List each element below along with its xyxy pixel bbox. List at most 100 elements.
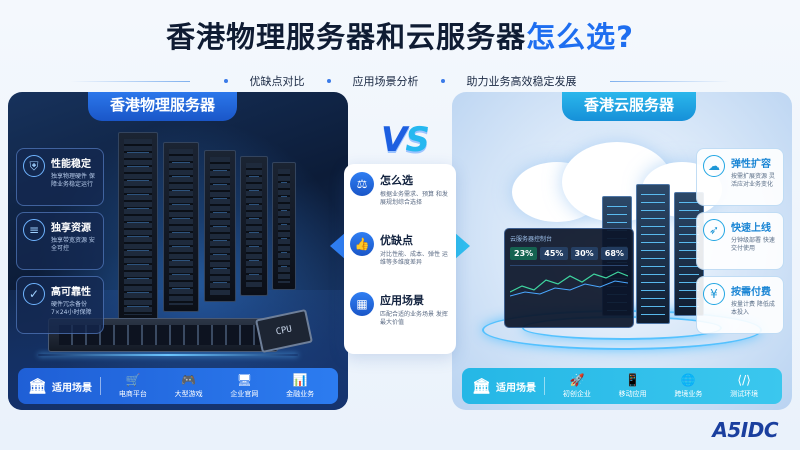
- brand-logo: A5IDC: [712, 418, 778, 442]
- feature-card: ✓ 高可靠性 硬件冗余备份 7×24小时保障: [16, 276, 104, 334]
- cloud-scenarios-bar: 🏛 适用场景 🚀 初创企业 📱 移动应用 🌐 跨境业务 ⟨/⟩ 测试环境: [462, 368, 782, 404]
- scenario-label: 企业官网: [230, 389, 259, 398]
- server-unit: [48, 318, 278, 352]
- physical-scenarios-bar: 🏛 适用场景 🛒 电商平台 🎮 大型游戏 🖥 企业官网 📊 金融业务: [18, 368, 338, 404]
- subtitle-dot: [223, 79, 228, 83]
- feature-title: 高可靠性: [51, 287, 91, 298]
- subtitle-divider-left: [70, 81, 190, 82]
- server-rack: [240, 156, 268, 296]
- feature-title: 独享资源: [51, 223, 91, 234]
- subtitle-dot: [326, 79, 331, 83]
- subtitle-divider-right: [610, 81, 730, 82]
- scenario-label: 大型游戏: [174, 389, 203, 398]
- title-highlight: 怎么选?: [526, 20, 634, 54]
- feature-card: ➶ 快速上线 分钟级部署 快速交付使用: [696, 212, 784, 270]
- comparison-item: ▦ 应用场景 匹配合适的业务场景 发挥最大价值: [350, 292, 450, 340]
- dashboard-metric: 68%: [600, 247, 628, 260]
- vs-badge: VS: [381, 120, 430, 160]
- dashboard-metric: 45%: [540, 247, 568, 260]
- subtitle-item: 应用场景分析: [352, 75, 419, 88]
- server-rack: [204, 150, 236, 302]
- scenario-item: ⟨/⟩ 测试环境: [716, 372, 772, 399]
- thumbs-up-icon: 👍: [350, 232, 374, 256]
- gamepad-icon: 🎮: [181, 372, 197, 387]
- scenario-item: 🛒 电商平台: [105, 372, 161, 399]
- comparison-item: 👍 优缺点 对比性能、成本、弹性 运维等多维度差异: [350, 232, 450, 280]
- scenarios-label-text: 适用场景: [496, 382, 537, 394]
- shield-icon: ⛨: [23, 155, 45, 177]
- comparison-desc: 匹配合适的业务场景 发挥最大价值: [380, 311, 448, 326]
- rocket-icon: ➶: [703, 219, 725, 241]
- subtitle-dot: [440, 79, 445, 83]
- cloud-server-title: 香港云服务器: [562, 92, 697, 121]
- scenario-label: 移动应用: [618, 389, 647, 398]
- vs-letter-s: S: [405, 120, 429, 160]
- comparison-title: 怎么选: [380, 174, 413, 187]
- scale-icon: ⚖: [350, 172, 374, 196]
- cloud-upload-icon: ☁: [703, 155, 725, 177]
- comparison-title: 优缺点: [380, 234, 413, 247]
- feature-title: 性能稳定: [51, 159, 91, 170]
- feature-desc: 独享物理硬件 保障业务稳定运行: [51, 173, 95, 188]
- scenarios-label: 🏛 适用场景: [28, 377, 102, 395]
- code-icon: ⟨/⟩: [737, 372, 751, 387]
- dashboard-line-chart: [510, 271, 628, 297]
- bank-icon: 🏛: [472, 377, 492, 395]
- cloud-server-tower: [636, 184, 670, 324]
- feature-title: 弹性扩容: [731, 159, 771, 170]
- scenario-item: 🖥 企业官网: [217, 372, 273, 399]
- light-streak: [38, 354, 298, 356]
- scenario-label: 测试环境: [730, 389, 759, 398]
- server-rack: [118, 132, 158, 322]
- dashboard-metrics: 23% 45% 30% 68%: [510, 247, 628, 260]
- server-rack: [272, 162, 296, 290]
- scenarios-label: 🏛 适用场景: [472, 377, 546, 395]
- comparison-title: 应用场景: [380, 294, 424, 307]
- feature-desc: 按需扩展资源 灵活应对业务变化: [731, 173, 775, 188]
- feature-desc: 分钟级部署 快速交付使用: [731, 237, 775, 252]
- server-rack: [163, 142, 199, 312]
- arrow-left-icon: [330, 232, 346, 260]
- comparison-desc: 对比性能、成本、弹性 运维等多维度差异: [380, 251, 448, 266]
- bar-chart-icon: 📊: [292, 372, 308, 387]
- physical-server-title: 香港物理服务器: [88, 92, 238, 121]
- coin-icon: ¥: [703, 283, 725, 305]
- dashboard-metric: 23%: [510, 247, 538, 260]
- rocket-icon: 🚀: [569, 372, 585, 387]
- scenario-item: 🚀 初创企业: [549, 372, 605, 399]
- database-icon: ≡: [23, 219, 45, 241]
- subtitle-item: 助力业务高效稳定发展: [466, 75, 577, 88]
- check-shield-icon: ✓: [23, 283, 45, 305]
- feature-card: ☁ 弹性扩容 按需扩展资源 灵活应对业务变化: [696, 148, 784, 206]
- feature-title: 快速上线: [731, 223, 771, 234]
- scenario-label: 初创企业: [562, 389, 591, 398]
- bank-icon: 🏛: [28, 377, 48, 395]
- feature-desc: 按量计费 降低成本投入: [731, 301, 775, 316]
- cloud-server-panel: 云服务器控制台 23% 45% 30% 68% 香港云服务器 ☁ 弹性扩容 按需…: [452, 92, 792, 410]
- scenario-label: 电商平台: [118, 389, 147, 398]
- dashboard-title: 云服务器控制台: [510, 236, 553, 243]
- vs-letter-v: V: [381, 120, 407, 160]
- phone-icon: 📱: [625, 372, 641, 387]
- globe-icon: 🌐: [680, 372, 696, 387]
- feature-card: ¥ 按需付费 按量计费 降低成本投入: [696, 276, 784, 334]
- feature-desc: 独享带宽资源 安全可控: [51, 237, 95, 252]
- feature-card: ⛨ 性能稳定 独享物理硬件 保障业务稳定运行: [16, 148, 104, 206]
- cart-icon: 🛒: [125, 372, 141, 387]
- feature-title: 按需付费: [731, 287, 771, 298]
- comparison-item: ⚖ 怎么选 根据业务需求、预算 和发展规划综合选择: [350, 172, 450, 220]
- monitor-icon: 🖥: [236, 372, 252, 387]
- scenario-item: 📱 移动应用: [605, 372, 661, 399]
- comparison-desc: 根据业务需求、预算 和发展规划综合选择: [380, 191, 448, 206]
- subtitle-bar: 优缺点对比 应用场景分析 助力业务高效稳定发展: [70, 70, 730, 92]
- page-title: 香港物理服务器和云服务器怎么选?: [0, 14, 800, 56]
- feature-desc: 硬件冗余备份 7×24小时保障: [51, 301, 92, 316]
- scenario-item: 🎮 大型游戏: [161, 372, 217, 399]
- arrow-right-icon: [454, 232, 470, 260]
- comparison-card: ⚖ 怎么选 根据业务需求、预算 和发展规划综合选择 👍 优缺点 对比性能、成本、…: [344, 164, 456, 354]
- scenario-item: 🌐 跨境业务: [661, 372, 717, 399]
- cloud-dashboard: 云服务器控制台 23% 45% 30% 68%: [504, 228, 634, 328]
- dashboard-metric: 30%: [570, 247, 598, 260]
- scenario-item: 📊 金融业务: [272, 372, 328, 399]
- subtitle-item: 优缺点对比: [249, 75, 305, 88]
